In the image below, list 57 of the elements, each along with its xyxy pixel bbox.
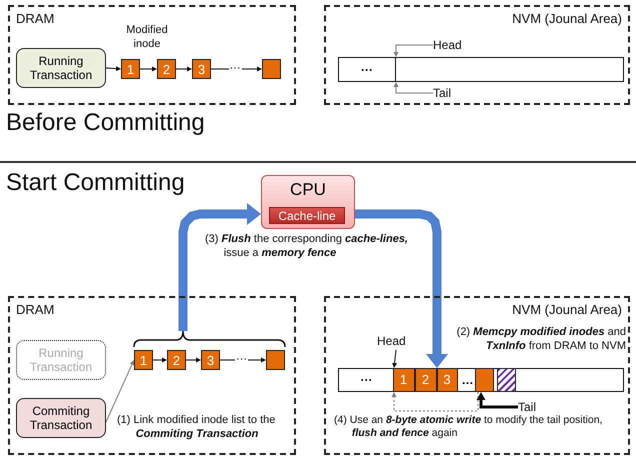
section-heading: Before Committing: [6, 108, 206, 138]
inode-block: [474, 368, 494, 392]
region-title: DRAM: [16, 302, 54, 317]
hatched-block: [496, 368, 516, 392]
arrow: [394, 44, 434, 57]
flow-arrow: [355, 210, 448, 368]
inode-block: 2: [414, 368, 436, 392]
arrow: [140, 66, 157, 72]
arrow: [392, 350, 398, 368]
ellipsis: ···: [360, 372, 374, 389]
ellipsis: ···: [339, 58, 396, 81]
label-text: Modified inode: [125, 24, 169, 52]
dashed-region: [8, 296, 296, 455]
tail-label: Tail: [433, 84, 463, 102]
head-label: Head: [377, 332, 413, 350]
arrow: [176, 66, 192, 72]
inode-block: 2: [157, 59, 176, 79]
dashed-region: [324, 296, 630, 455]
step-note: (1) Link modified inode list to the Commiting Transaction: [117, 414, 276, 442]
cpu-label: CPU: [289, 180, 327, 200]
dashed-region: [324, 5, 630, 105]
arrow: [210, 66, 262, 72]
arrow: [186, 358, 201, 362]
inode-block: 1: [121, 59, 140, 79]
transaction-box: Running Transaction: [16, 48, 106, 88]
arrow: [394, 82, 434, 94]
step-note: (3) Flush the corresponding cache-lines, issue a memory fence: [205, 233, 409, 260]
arrow: [106, 66, 121, 72]
cpu-box: [261, 175, 355, 229]
step-note: (2) Memcpy modified inodes and TxnInfo from DRAM to NVM: [456, 326, 626, 354]
region-title: NVM (Jounal Area): [512, 302, 622, 317]
arrow: [220, 358, 266, 362]
arrow: [476, 392, 518, 408]
inode-block: 1: [134, 350, 153, 370]
region-title: NVM (Jounal Area): [512, 11, 622, 26]
journal-bar: [338, 368, 624, 392]
journal-bar: [338, 57, 624, 82]
head-label: Head: [433, 36, 469, 54]
inode-block: 1: [392, 368, 414, 392]
inode-block: 3: [192, 59, 211, 79]
inode-block: 3: [201, 350, 220, 370]
arrow: [152, 358, 167, 362]
inode-block: [262, 59, 281, 79]
transaction-box: Commiting Transaction: [16, 398, 106, 438]
step-note: (4) Use an 8-byte atomic write to modify the tail position, flush and fence again: [334, 414, 604, 440]
transaction-box: Running Transaction: [16, 340, 106, 380]
ellipsis: …: [460, 372, 474, 389]
arrow: [106, 360, 134, 422]
inode-block: 3: [436, 368, 458, 392]
tail-label: Tail: [518, 398, 548, 416]
inode-block: [266, 350, 285, 370]
dotted-arrow: [392, 392, 478, 412]
inode-block: 2: [167, 350, 186, 370]
cache-line-bar: Cache-line: [269, 207, 345, 224]
region-title: DRAM: [16, 11, 54, 26]
dashed-region: [8, 5, 296, 105]
curly-brace: [134, 331, 285, 347]
